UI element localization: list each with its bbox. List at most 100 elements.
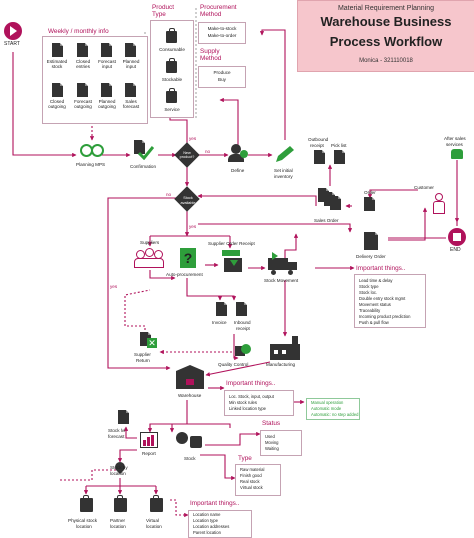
supplier-return-label-2: Return <box>136 358 150 363</box>
important-item: Double entry stock mgmt <box>359 296 406 301</box>
doc-label: Forecast outgoing <box>74 99 92 110</box>
supply-item: Produce <box>213 70 231 75</box>
customer-icon[interactable] <box>432 193 445 214</box>
doc-icon[interactable] <box>364 232 378 250</box>
doc-icon[interactable] <box>216 302 227 316</box>
phone-icon[interactable] <box>451 149 463 159</box>
warehouse-icon[interactable] <box>176 365 204 389</box>
doc-icon <box>52 83 63 97</box>
bag-icon <box>166 28 177 43</box>
supplier-return-label-1: Supplier <box>134 352 151 357</box>
after-sales-label-1: After sales <box>444 136 466 141</box>
title-author: Monica - 321110018 <box>359 58 413 64</box>
doc-icon <box>52 43 63 57</box>
product-type-header-2: Type <box>152 11 166 18</box>
stock-available-yes: yes <box>189 224 197 229</box>
start-node[interactable] <box>4 22 22 40</box>
stock-movement-label: Stock Movement <box>264 278 299 283</box>
important-things-1-header: Important things.. <box>356 265 406 272</box>
important-item: Lead time & delay <box>359 278 393 283</box>
receipt-icon[interactable] <box>222 250 246 274</box>
status-header: Status <box>262 420 281 427</box>
procurement-header: Procurement <box>200 4 237 11</box>
factory-icon[interactable] <box>270 336 300 360</box>
supplier-return-icon[interactable]: ✕ <box>140 332 158 350</box>
important-item: Incoming product prediction <box>359 314 411 319</box>
report-icon[interactable] <box>140 432 158 448</box>
stock-icon[interactable] <box>176 432 204 450</box>
doc-icon[interactable] <box>236 302 247 316</box>
important-things-2-header: Important things.. <box>226 380 276 387</box>
important-things-3-box: Location name Location type Location add… <box>188 510 252 538</box>
product-type-item: Consumable <box>159 47 185 52</box>
important-item: Stock loc. <box>359 290 378 295</box>
doc-label: Forecast input <box>98 59 116 70</box>
important-things-1-box: Lead time & delay Stock type Stock loc. … <box>354 274 426 328</box>
define-label: Define <box>231 168 245 173</box>
doc-icon[interactable] <box>314 150 325 164</box>
set-inventory-label-2: inventory <box>274 174 293 179</box>
play-icon <box>10 26 17 36</box>
important-item: Location addresses <box>193 524 230 529</box>
invoice-label: Invoice <box>212 320 227 325</box>
new-product-label: New product? <box>179 151 195 160</box>
supply-header: Supply <box>200 48 220 55</box>
pencil-icon[interactable] <box>274 144 296 169</box>
inbound-label-2: receipt <box>236 326 250 331</box>
doc-label: Planned input <box>122 59 140 70</box>
truck-icon[interactable] <box>268 252 300 276</box>
confirmation-label: Confirmation <box>130 164 157 169</box>
quality-control-icon[interactable] <box>235 344 251 360</box>
doc-label: Closed entries <box>75 59 91 70</box>
partner-label-2: location <box>110 524 126 529</box>
start-label: START <box>4 41 20 47</box>
title-box: Material Requirement Planning Warehouse … <box>297 0 474 72</box>
planning-icon[interactable] <box>80 142 104 158</box>
type-item: Real stock <box>240 479 260 484</box>
doc-icon[interactable] <box>118 410 129 424</box>
type-header: Type <box>238 455 252 462</box>
physical-stock-label-1: Physical stock <box>68 518 98 523</box>
sales-order-icon[interactable] <box>318 188 344 214</box>
doc-icon <box>125 43 136 57</box>
yes-small-label: yes <box>110 284 118 289</box>
operations-box: Manual operation Automatic mode Automati… <box>306 398 360 420</box>
pick-list-label: Pick list <box>331 143 347 148</box>
stock-lvl-label-2: forecast <box>108 434 125 439</box>
weekly-info-box: Estimated stock Closed entries Forecast … <box>42 36 148 124</box>
procurement-header-2: Method <box>200 11 222 18</box>
question-icon[interactable]: ? <box>180 248 196 268</box>
title-subtitle: Material Requirement Planning <box>337 5 435 12</box>
weekly-info-header: Weekly / monthly info <box>48 28 109 35</box>
important-item: Traceability <box>359 308 381 313</box>
define-icon[interactable] <box>228 144 248 164</box>
confirmation-icon[interactable] <box>134 140 154 160</box>
bag-icon[interactable] <box>80 495 93 512</box>
product-type-box: Consumable Stockable Service <box>150 20 194 118</box>
bag-icon <box>166 58 177 73</box>
title-line-2: Process Workflow <box>329 34 443 49</box>
suppliers-icon[interactable] <box>134 248 164 268</box>
end-label: END <box>450 247 461 253</box>
bag-icon[interactable] <box>150 495 163 512</box>
doc-icon <box>77 83 88 97</box>
report-label: Report <box>142 451 156 456</box>
order-label: Order <box>364 190 376 195</box>
bag-icon[interactable] <box>114 495 127 512</box>
important-item: Location type <box>193 518 218 523</box>
status-item: Waiting <box>265 446 279 451</box>
stock-by-label-2: location <box>110 471 126 476</box>
stock-lvl-label-1: Stock lvl <box>108 428 126 433</box>
after-sales-label-2: services <box>446 142 463 147</box>
stock-label: Stock <box>184 456 196 461</box>
doc-icon <box>101 83 112 97</box>
doc-label: Estimated stock <box>46 59 68 70</box>
doc-icon[interactable] <box>364 197 375 211</box>
doc-icon <box>125 83 136 97</box>
doc-icon[interactable] <box>334 150 345 164</box>
important-item: Loc. Stock, input, output <box>229 394 274 399</box>
end-node[interactable] <box>448 228 466 246</box>
important-item: Location name <box>193 512 221 517</box>
product-type-header: Product <box>152 4 175 11</box>
important-item: Parent location <box>193 530 221 535</box>
